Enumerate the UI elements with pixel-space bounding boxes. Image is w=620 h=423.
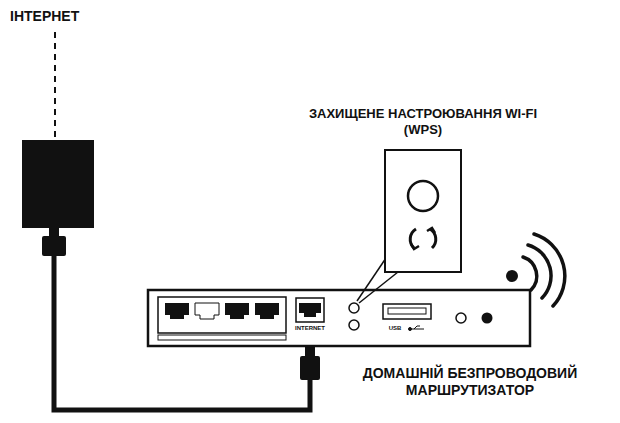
wps-button xyxy=(349,303,359,313)
modem xyxy=(22,140,94,228)
ethernet-cable xyxy=(54,256,310,410)
wps-callout-box xyxy=(385,150,461,272)
usb-port-inner xyxy=(388,308,426,314)
usb-label: USB xyxy=(383,325,407,332)
wps-label: ЗАХИЩЕНЕ НАСТРОЮВАННЯ WI-FI (WPS) xyxy=(308,106,538,137)
router-plug-neck xyxy=(305,346,315,356)
port-label: INTERNET xyxy=(294,325,326,332)
leader-line xyxy=(359,272,398,303)
reset-hole xyxy=(456,313,466,323)
router-plug xyxy=(300,356,320,380)
lan-strip xyxy=(158,335,286,340)
modem-plug-neck xyxy=(49,228,59,236)
usb-symbol xyxy=(409,326,425,331)
wps-circle-icon xyxy=(408,181,438,211)
internet-line xyxy=(54,32,56,138)
power-jack xyxy=(482,313,493,324)
led xyxy=(349,320,359,330)
usb-port xyxy=(383,304,431,319)
internet-port xyxy=(299,303,321,317)
internet-port-frame xyxy=(296,298,324,322)
lan-panel xyxy=(158,297,286,333)
router-label: ДОМАШНІЙ БЕЗПРОВОДОВИЙ МАРШРУТИЗАТОР xyxy=(330,365,610,399)
internet-label: ІНТЕРНЕТ xyxy=(10,8,79,25)
wps-arrows-icon xyxy=(410,228,436,249)
wifi-signal xyxy=(506,234,565,306)
leader-line xyxy=(357,258,386,301)
modem-plug xyxy=(42,236,66,256)
router-body xyxy=(148,290,530,346)
lan-ports xyxy=(165,303,279,319)
